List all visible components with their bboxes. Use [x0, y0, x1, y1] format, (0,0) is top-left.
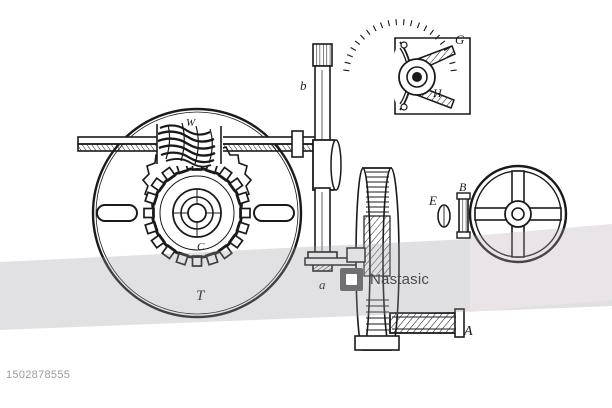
label-b: b: [300, 78, 307, 93]
label-E: E: [428, 193, 437, 208]
label-T: T: [196, 288, 206, 304]
label-C: C: [197, 241, 205, 253]
spur-gear-C: [141, 142, 253, 267]
detent-pin-B: [456, 192, 471, 239]
label-a: a: [319, 277, 326, 292]
label-W: W: [186, 117, 196, 129]
label-B: B: [459, 180, 467, 194]
label-G: G: [455, 32, 465, 47]
crank-wheel-assembly-A: [346, 167, 465, 351]
worm-wheel-assembly: [91, 107, 303, 319]
watermark-band: [0, 224, 612, 330]
figure-label-group: T C W b a A E B G H: [186, 32, 473, 339]
worm-thread: [156, 122, 223, 168]
label-A: A: [463, 324, 473, 339]
index-plate-b: [304, 43, 368, 272]
index-sector-G: [343, 19, 471, 115]
worm-shaft-W: [77, 122, 319, 168]
handwheel: [468, 164, 568, 264]
label-H: H: [432, 86, 443, 100]
sector-arm-E: [437, 204, 451, 228]
faceplate-slots: [96, 204, 295, 222]
